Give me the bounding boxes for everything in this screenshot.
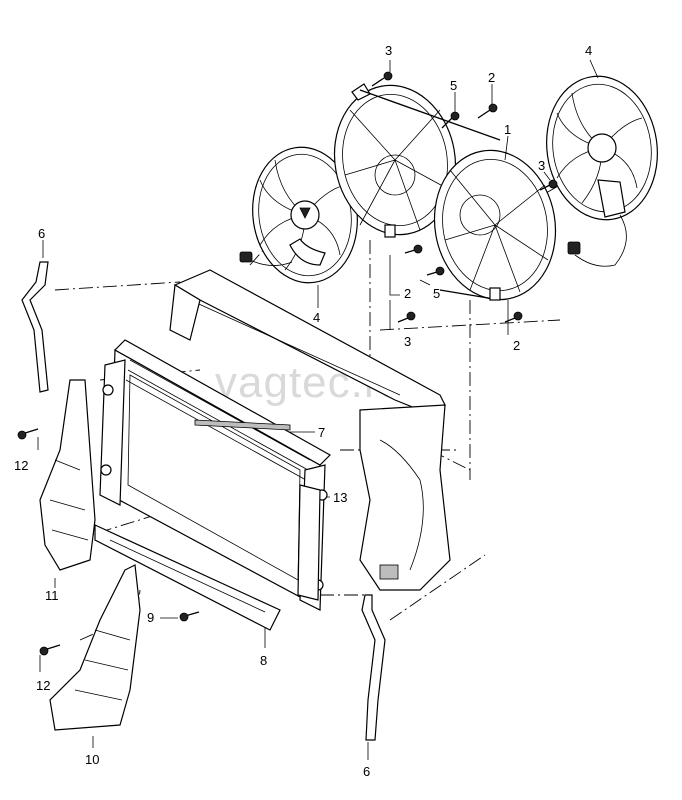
callout-9: 9: [147, 610, 154, 625]
callout-4: 4: [313, 310, 320, 325]
callout-10: 10: [85, 752, 99, 767]
callout-8: 8: [260, 653, 267, 668]
seal-strip-7: [194, 419, 291, 431]
callout-labels: 3 5 2 4 1 3 2 5 3 2 4 6 7 13 12 11 9 8 1…: [14, 43, 592, 779]
fan-shroud-frame: [333, 83, 557, 301]
bolts: [371, 71, 558, 323]
callout-7: 7: [318, 425, 325, 440]
callout-11: 11: [45, 588, 59, 603]
seal-6-bottom: [361, 594, 386, 741]
callout-12: 12: [14, 458, 28, 473]
callout-13: 13: [333, 490, 347, 505]
air-guide-13: [297, 484, 321, 601]
callout-6: 6: [363, 764, 370, 779]
air-guide-10: [49, 564, 141, 731]
callout-2: 2: [513, 338, 520, 353]
air-guide-11: [39, 379, 96, 571]
callout-3: 3: [385, 43, 392, 58]
callout-3: 3: [404, 334, 411, 349]
air-guide-8: [94, 524, 281, 631]
lock-carrier: [169, 269, 451, 591]
callout-5: 5: [433, 286, 440, 301]
callout-6: 6: [38, 226, 45, 241]
seal-6-left: [21, 261, 49, 393]
callout-12: 12: [36, 678, 50, 693]
callout-1: 1: [504, 122, 511, 137]
callout-leaders: [37, 59, 599, 760]
fan-motor-right: [546, 75, 658, 267]
callout-2: 2: [488, 70, 495, 85]
callout-5: 5: [450, 78, 457, 93]
callout-3: 3: [538, 158, 545, 173]
callout-4: 4: [585, 43, 592, 58]
fan-motor-left: [239, 146, 358, 284]
callout-2: 2: [404, 286, 411, 301]
